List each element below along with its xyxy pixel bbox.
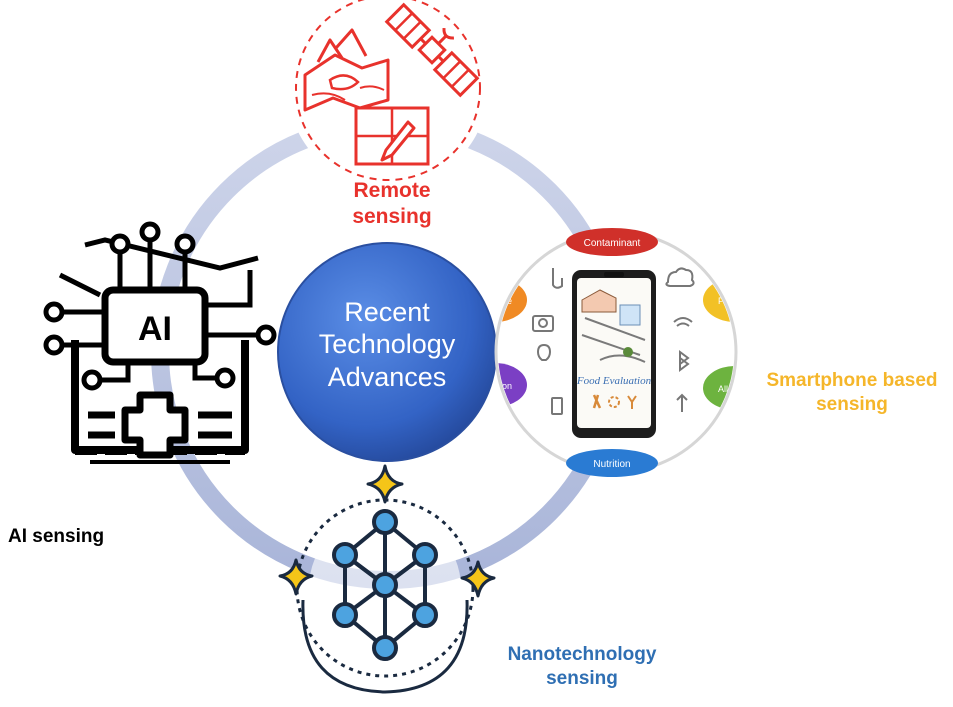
smartphone-label-line-1: Smartphone based	[766, 370, 938, 391]
smartphone-label-line-2: sensing	[816, 393, 888, 415]
bluetooth-icon	[679, 350, 690, 372]
usb-icon	[676, 393, 688, 412]
center-title: Recent Technology Advances	[280, 296, 494, 393]
adulteration-tag-text: Adulteration	[464, 381, 512, 391]
touch-icon	[552, 268, 563, 289]
ai-sensing-icon: AI	[43, 221, 277, 464]
adulteration-tag	[498, 363, 527, 407]
nutrition-tag	[566, 449, 658, 477]
allergen-tag-text: Allergen	[718, 384, 751, 394]
contaminant-tag	[566, 228, 658, 256]
nutrition-tag-text: Nutrition	[593, 459, 630, 470]
allergen-tag	[703, 366, 734, 410]
nanotechnology-icon	[278, 464, 496, 694]
nano-label-line-2: sensing	[546, 667, 618, 689]
cloud-icon	[665, 267, 695, 287]
remote-sensing-label: Remote sensing	[322, 178, 462, 231]
remote-label-line-2: sensing	[352, 205, 432, 229]
smartphone-sensing-image: Spoilage Adulteration Pathogen Allergen …	[464, 228, 751, 477]
remote-sensing-icon	[288, 0, 488, 188]
pathogen-tag	[703, 278, 734, 322]
center-title-line-3: Advances	[327, 361, 447, 392]
wifi-icon	[673, 317, 693, 327]
phone-screen-title: Food Evaluation	[576, 375, 652, 387]
ai-sensing-label: AI sensing	[8, 526, 105, 547]
center-title-line-1: Recent	[344, 297, 430, 327]
ai-chip-text: AI	[138, 310, 172, 348]
camera-icon	[532, 315, 554, 332]
remote-label-line-1: Remote	[353, 179, 431, 202]
nanotechnology-sensing-label: Nanotechnology sensing	[482, 643, 682, 691]
contaminant-tag-text: Contaminant	[584, 238, 641, 249]
battery-icon	[551, 397, 563, 415]
bulb-icon	[536, 343, 552, 361]
smartphone-sensing-label: Smartphone based sensing	[752, 369, 952, 417]
nano-label-line-1: Nanotechnology	[507, 644, 657, 665]
center-title-line-2: Technology	[318, 329, 456, 360]
